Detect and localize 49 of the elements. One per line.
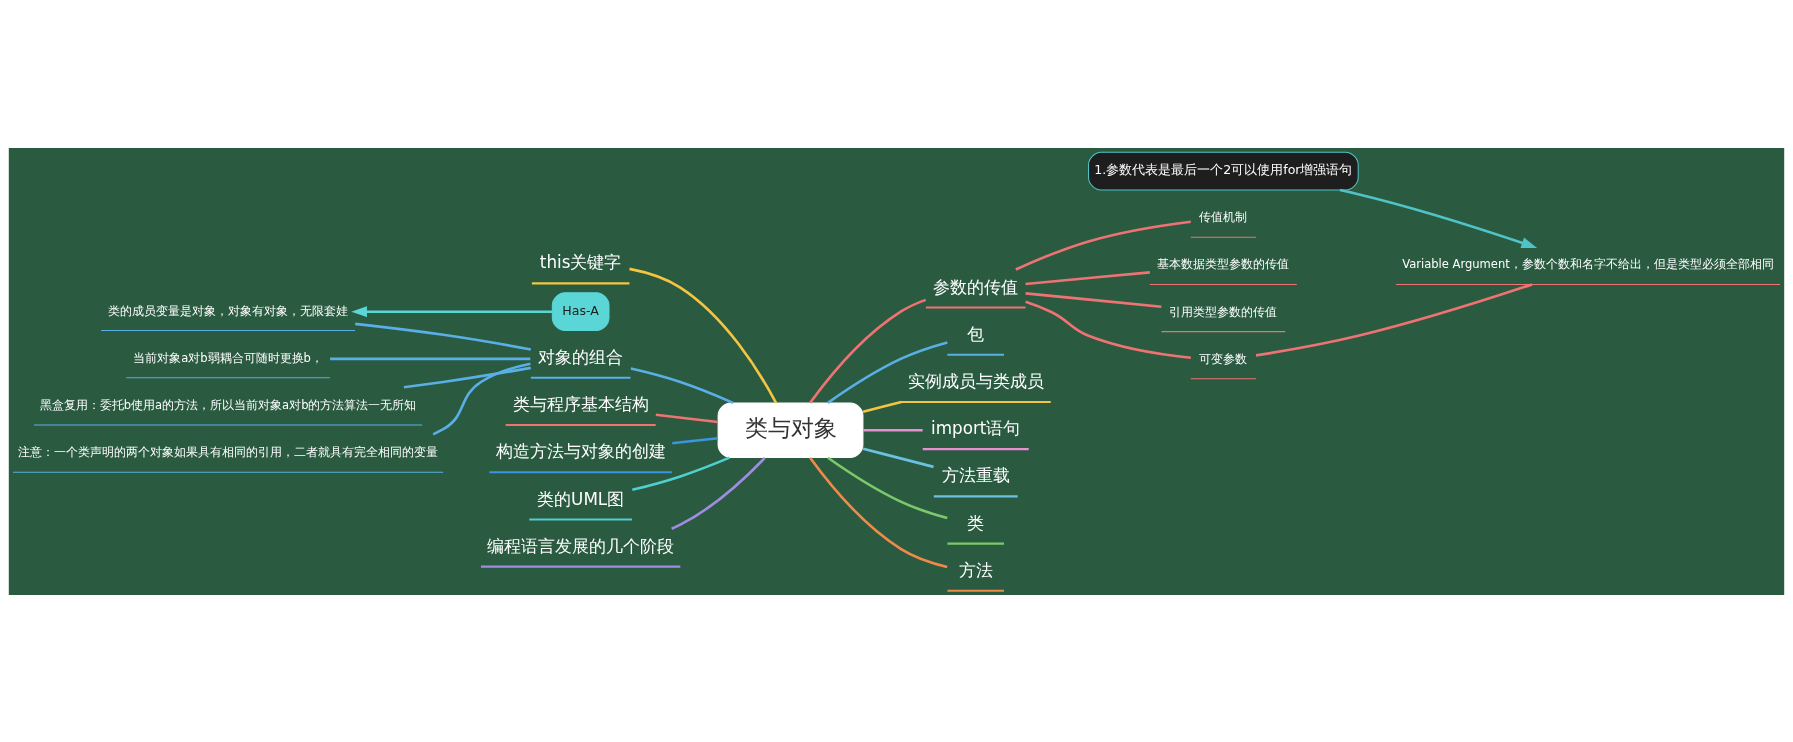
node-text: 基本数据类型参数的传值 [1157,256,1290,271]
node-text: 类 [967,512,985,533]
arrow [351,305,553,317]
node-text: 类的成员变量是对象，对象有对象，无限套娃 [108,303,349,318]
node-text: 类的UML图 [537,488,625,509]
connector [630,366,734,404]
connector [1025,270,1150,285]
node-box: 1.参数代表是最后一个2可以使用for增强语句 [1088,151,1359,190]
node-text: import语句 [931,417,1021,438]
connector [862,400,902,413]
connector [629,267,778,403]
node-box: 类与对象 [717,401,864,458]
connector [809,456,948,568]
node-text: 类与程序基本结构 [512,393,649,414]
connector [672,436,719,445]
node-text: 传值机制 [1199,209,1248,224]
node-text: Variable Argument，参数个数和名字不给出，但是类型必须全部相同 [1402,256,1774,271]
node-box: Has-A [551,291,610,331]
connector [355,322,532,351]
connector [1255,282,1533,357]
connector [671,456,766,530]
connector [809,298,927,404]
connector [827,340,948,404]
node-text: 实例成员与类成员 [907,370,1044,391]
connector [330,357,531,360]
node-text: 编程语言发展的几个阶段 [487,535,675,556]
node-text: 黑盒复用：委托b使用a的方法，所以当前对象a对b的方法算法一无所知 [39,397,417,412]
node-text: 方法 [958,559,993,580]
arrow [1339,188,1538,248]
node-text: 参数的传值 [933,276,1019,297]
node-text: this关键字 [539,251,622,272]
node-text: 构造方法与对象的创建 [495,440,666,461]
node-text: 包 [967,323,985,344]
node-text: 可变参数 [1199,351,1248,366]
connector [862,446,934,468]
node-text: 引用类型参数的传值 [1169,304,1278,319]
node-text: 对象的组合 [538,346,624,367]
connector [432,362,531,435]
connector [1015,219,1191,271]
connector [655,412,718,423]
node-text: 当前对象a对b弱耦合可随时更换b， [133,350,323,365]
connector [632,455,731,491]
node-text: 方法重载 [941,464,1010,485]
connector [863,428,923,432]
connector [1025,291,1162,308]
node-text: 注意：一个类声明的两个对象如果具有相同的引用，二者就具有完全相同的变量 [18,444,439,459]
connector [827,456,948,519]
connector [403,366,531,389]
connector [1025,300,1191,359]
